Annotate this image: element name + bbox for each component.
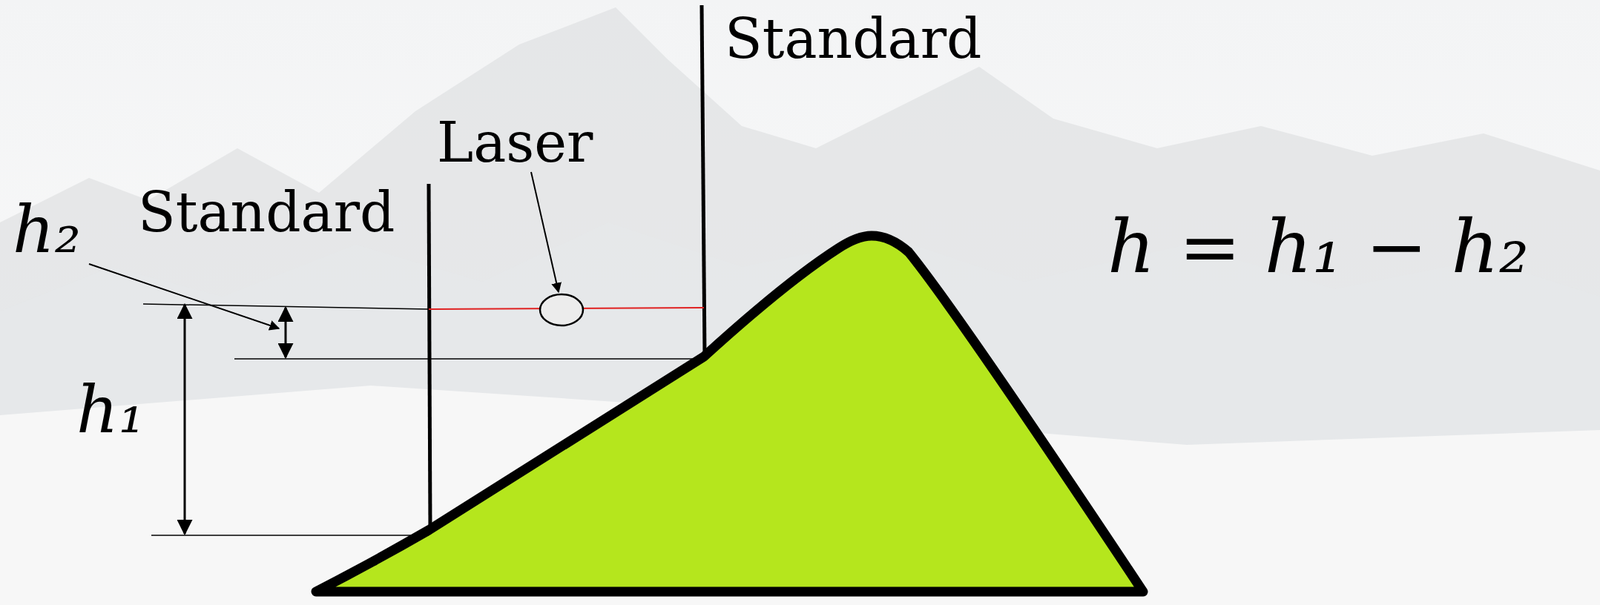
ground-line bbox=[314, 587, 1145, 597]
leader-line bbox=[531, 172, 559, 293]
dimension-label: h₂ bbox=[12, 194, 81, 267]
standard-pole bbox=[701, 5, 705, 357]
rod-label: Standard bbox=[724, 8, 982, 69]
reference-line bbox=[151, 534, 429, 537]
device-label: Laser bbox=[436, 112, 593, 173]
leader-line bbox=[89, 264, 279, 329]
laser-device bbox=[540, 294, 584, 326]
dimension-arrow bbox=[284, 307, 288, 358]
dimension-label: h₁ bbox=[76, 374, 145, 447]
formula: h = h₁ − h₂ bbox=[1107, 206, 1529, 288]
dimension-arrow bbox=[183, 304, 187, 535]
standard-pole bbox=[428, 183, 431, 532]
hill bbox=[315, 235, 1144, 592]
reference-line bbox=[234, 358, 704, 360]
rod-label: Standard bbox=[137, 182, 395, 243]
